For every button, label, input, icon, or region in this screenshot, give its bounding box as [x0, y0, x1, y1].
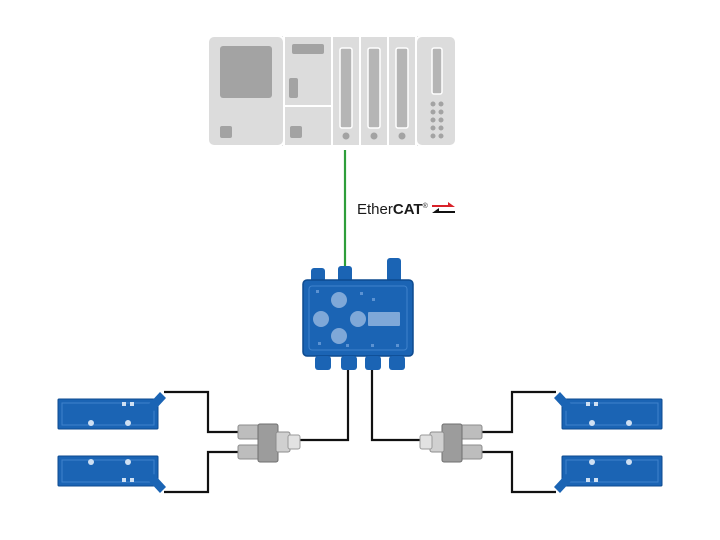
sensor-cables — [164, 370, 556, 494]
ethercat-logo-prefix: Ether — [357, 201, 393, 218]
ethercat-logo-arrows — [432, 202, 455, 213]
y-splitter-icon — [237, 423, 301, 463]
y-splitter-icon — [419, 423, 483, 463]
sensor-icon — [57, 455, 166, 493]
registered-mark: ® — [422, 203, 428, 210]
ethercat-logo: EtherCAT® — [357, 198, 428, 219]
io-link-master-icon — [302, 258, 414, 370]
sensor-icon — [57, 392, 166, 430]
sensor-icon — [554, 392, 663, 430]
ethercat-logo-suffix: CAT — [392, 201, 423, 218]
plc-rack-icon — [207, 35, 457, 147]
sensor-icon — [554, 455, 663, 493]
